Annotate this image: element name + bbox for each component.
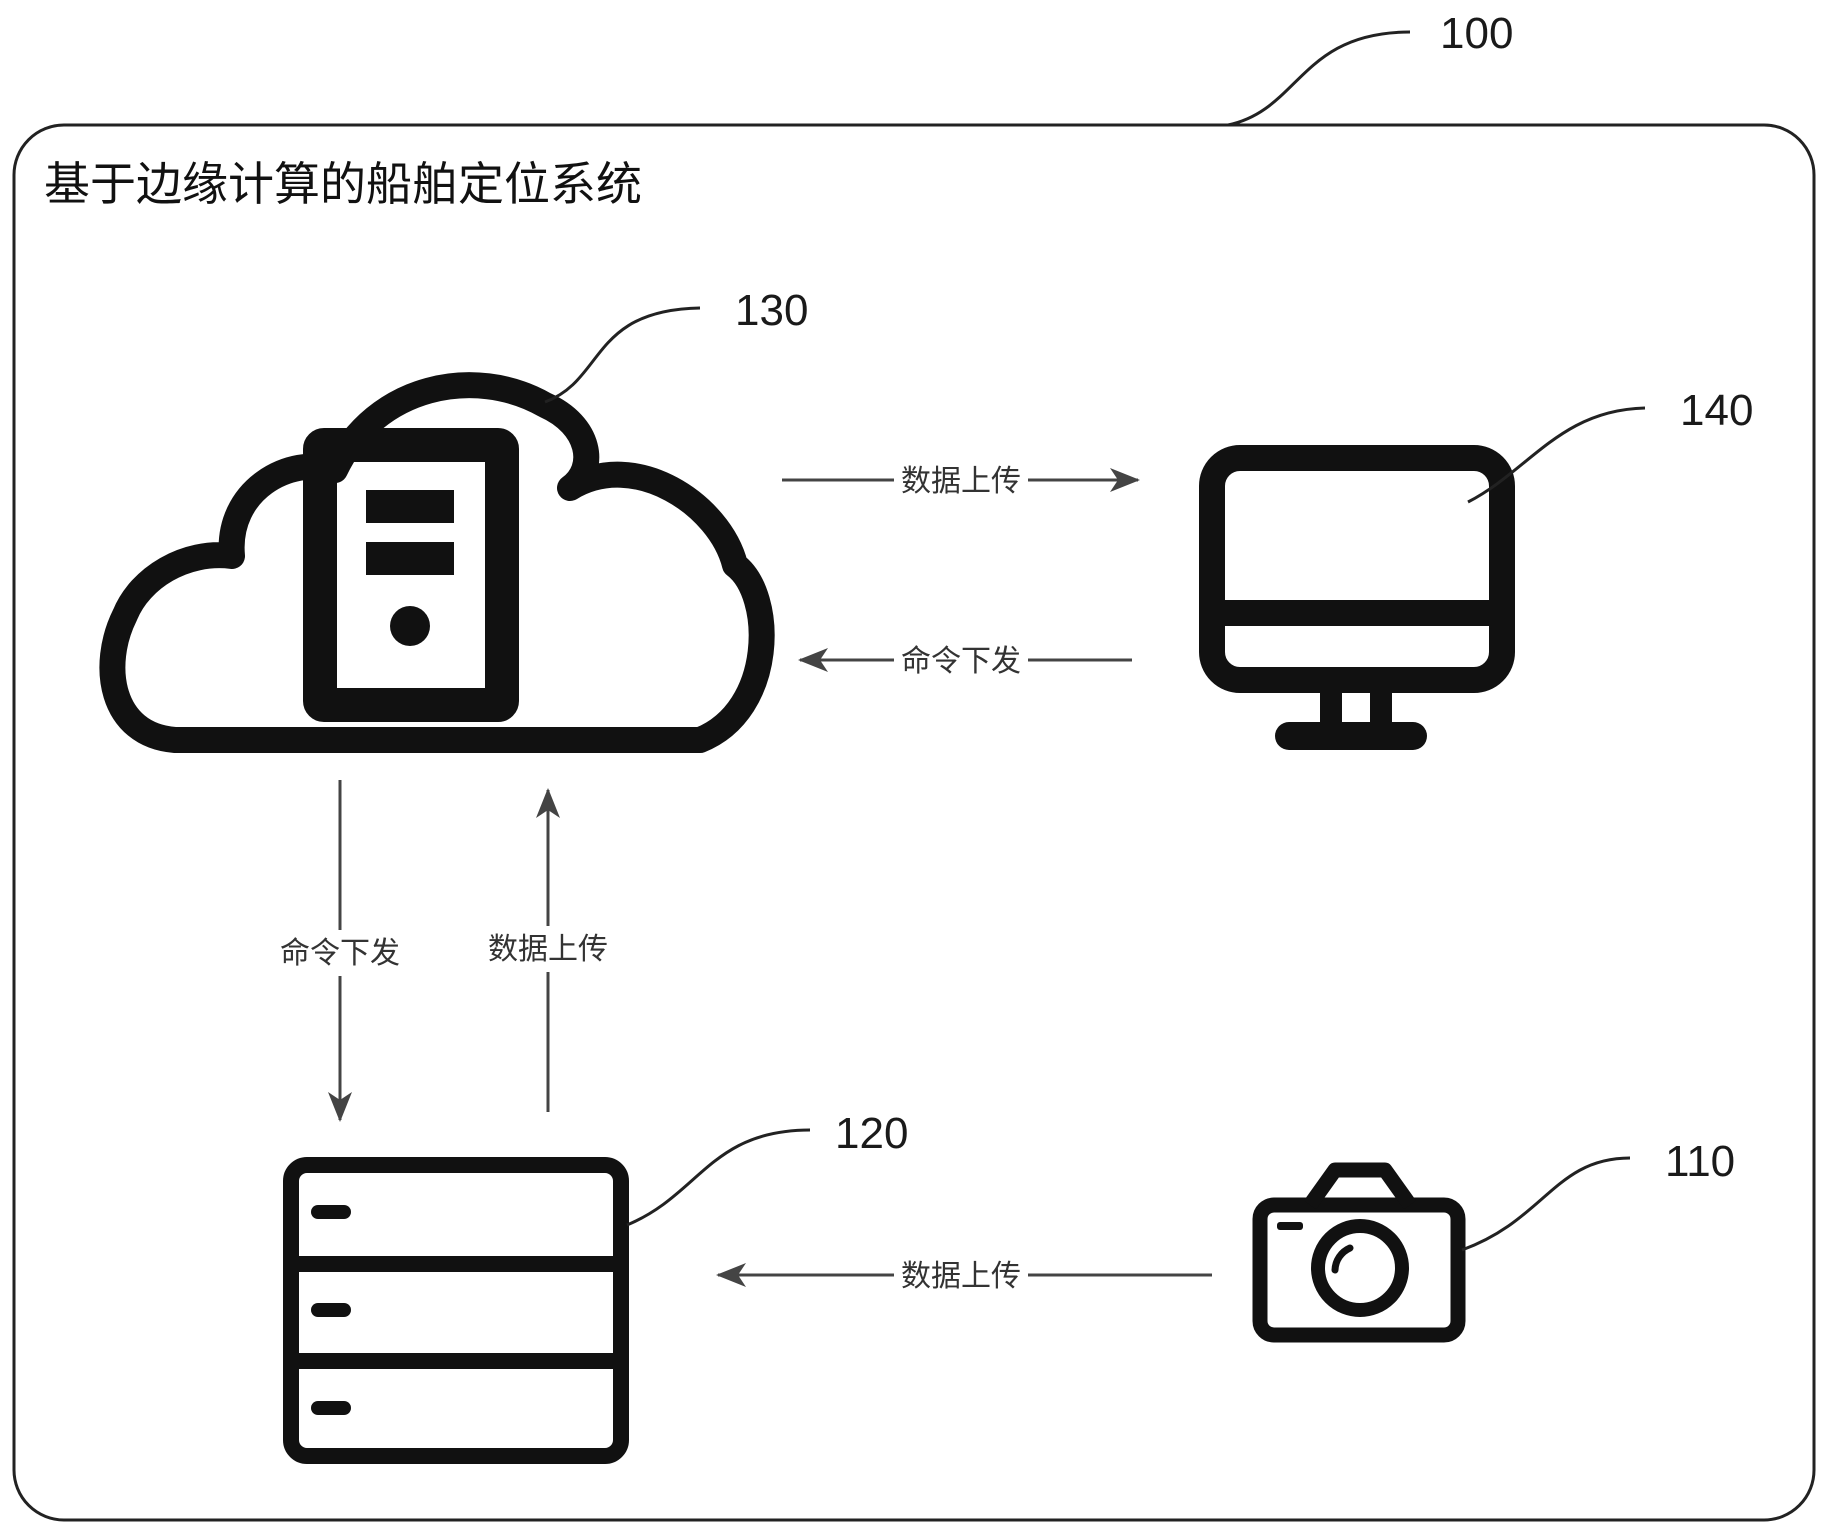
- server-rack-icon: [283, 1157, 629, 1464]
- edge-label-camera-to-edge: 数据上传: [901, 1259, 1021, 1294]
- system-title: 基于边缘计算的船舶定位系统: [44, 157, 642, 211]
- leader-line-130: [544, 306, 701, 404]
- edge-label-monitor-to-cloud: 命令下发: [901, 644, 1021, 679]
- leader-line-100: [1227, 30, 1411, 127]
- ref-label-100: 100: [1440, 9, 1513, 58]
- ref-label-110: 110: [1665, 1137, 1735, 1186]
- leader-line-110: [1461, 1156, 1631, 1252]
- leader-line-140: [1467, 406, 1646, 504]
- ref-label-130: 130: [735, 286, 808, 335]
- edge-label-cloud-to-monitor: 数据上传: [901, 464, 1021, 499]
- camera-icon: [1252, 1162, 1466, 1343]
- cloud-server-icon: [99, 372, 775, 753]
- ref-label-120: 120: [835, 1109, 908, 1158]
- system-frame: [12, 123, 1816, 1522]
- edge-label-cloud-to-edge: 命令下发: [280, 936, 400, 971]
- ref-label-140: 140: [1680, 386, 1753, 435]
- edge-label-edge-to-cloud: 数据上传: [488, 932, 608, 967]
- monitor-icon: [1199, 445, 1515, 750]
- leader-line-120: [626, 1128, 811, 1227]
